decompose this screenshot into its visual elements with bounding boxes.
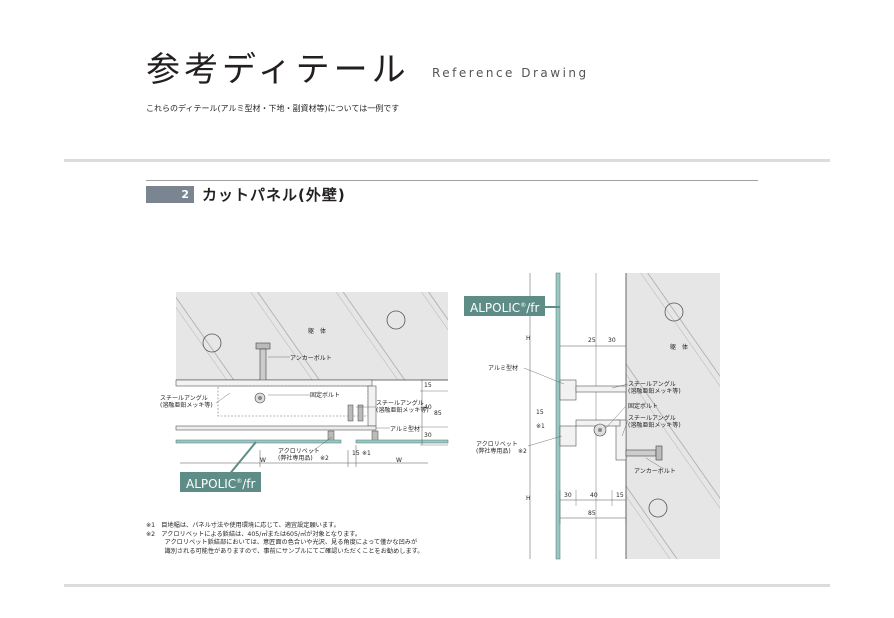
page-title-english: Reference Drawing [432,66,589,80]
label-steel-angle-right-sub: (溶融亜鉛メッキ等) [376,406,429,414]
dim-w-right: W [396,457,402,464]
label-steel-angle-left: スチールアングル [160,394,208,402]
label-steel-angle-2-sub: (溶融亜鉛メッキ等) [628,421,681,429]
dim-w-left: W [260,457,266,464]
dim-30-top: 30 [608,337,616,344]
steel-angle-shape [575,385,627,393]
label-fixing-bolt: 固定ボルト [628,402,658,410]
aggregate-circle-icon [202,333,222,353]
brand-suffix: /fr [526,301,540,315]
label-steel-angle-2: スチールアングル [628,414,676,422]
label-rivet-note: ※2 [320,455,329,462]
label-steel-angle-1-sub: (溶融亜鉛メッキ等) [628,387,681,395]
panel-left-shape [175,439,342,444]
vertical-section-drawing: 躯 体 H H 25 30 アルミ型材 スチールアングル (溶融亜鉛メッキ等) … [476,272,720,560]
label-body: 躯 体 [308,327,326,335]
page-subtitle: これらのディテール(アルミ型材・下地・副資材等)については一例です [146,104,400,113]
label-steel-angle-right: スチールアングル [376,399,424,407]
label-anchor-bolt: アンカーボルト [290,354,332,362]
label-rivet-sub: (弊社専用品) [476,447,511,455]
steel-angle-shape [175,379,373,387]
dim-40: 40 [590,492,598,499]
dim-30: 30 [564,492,572,499]
label-rivet-sub: (弊社専用品) [278,454,313,462]
dim-joint-note: ※1 [362,450,371,457]
anchor-bolt-icon [625,449,657,457]
label-rivet-note: ※2 [518,448,527,455]
label-body: 躯 体 [670,343,688,351]
bottom-divider [64,584,830,587]
anchor-bolt-icon [255,342,271,350]
aggregate-circle-icon [386,310,406,330]
brand-mark: ® [236,478,243,485]
panel-right-shape [355,439,449,444]
dim-v15: 15 [424,382,432,389]
footnotes: ※1 目地幅は、パネル寸法や使用環境に応じて、適宜設定願います。 ※2 アクロリ… [146,522,423,556]
brand-name: ALPOLIC [470,301,521,315]
footnote-2-cont-a: アクロリベット鋲結部においては、意匠面の色合いや光沢、見る角度によって僅かな凹み… [146,539,418,547]
dim-25: 25 [588,337,596,344]
aggregate-circle-icon [664,302,684,322]
page-title: 参考ディテール [146,50,410,90]
brand-name: ALPOLIC [186,477,237,491]
dim-15-vertical: 15 [536,409,544,416]
dim-v85: 85 [434,410,442,417]
label-aluminum-section: アルミ型材 [390,425,420,433]
right-brand-label: ALPOLIC®/fr [464,296,546,316]
footnote-1: ※1 目地幅は、パネル寸法や使用環境に応じて、適宜設定願います。 [146,522,340,529]
footnote-2: ※2 アクロリベットによる鋲結は、405/㎡または605/㎡が対象となります。 [146,530,362,538]
aluminum-section-shape [559,379,577,401]
right-brand-leader [544,306,560,308]
dim-85: 85 [588,510,596,517]
label-steel-angle-1: スチールアングル [628,380,676,388]
dim-h-bottom: H [526,495,531,502]
label-rivet: アクロリベット [278,448,320,455]
section-rule [146,180,758,181]
label-aluminum-section: アルミ型材 [488,364,518,372]
footnote-2-cont-b: 識別される可能性がありますので、事前にサンプルにてご確認いただくことをお勧めしま… [146,547,424,555]
label-steel-angle-left-sub: (溶融亜鉛メッキ等) [160,401,213,409]
top-divider [64,159,830,162]
section-title: カットパネル(外壁) [202,186,346,204]
dim-15-vertical-note: ※1 [536,423,545,430]
dim-h-top: H [526,335,531,342]
label-rivet: アクロリベット [476,441,518,448]
horizontal-section-drawing: 躯 体 アンカーボルト 固定ボルト スチールアングル (溶融亜鉛メッキ等) スチ… [160,292,449,467]
brand-mark: ® [520,302,527,309]
left-brand-label: ALPOLIC®/fr [180,472,262,492]
label-anchor-bolt: アンカーボルト [634,467,676,475]
dim-v40: 40 [424,404,432,411]
section-number-badge: 2 [146,186,194,203]
aggregate-circle-icon [648,498,668,518]
label-fixing-bolt: 固定ボルト [310,391,340,399]
aluminum-section-shape [175,425,377,431]
panel-shape [555,272,561,560]
dim-joint-15: 15 [352,450,360,457]
left-brand-leader [227,441,257,477]
brand-suffix: /fr [242,477,256,491]
dim-v30: 30 [424,432,432,439]
dim-15: 15 [616,492,624,499]
